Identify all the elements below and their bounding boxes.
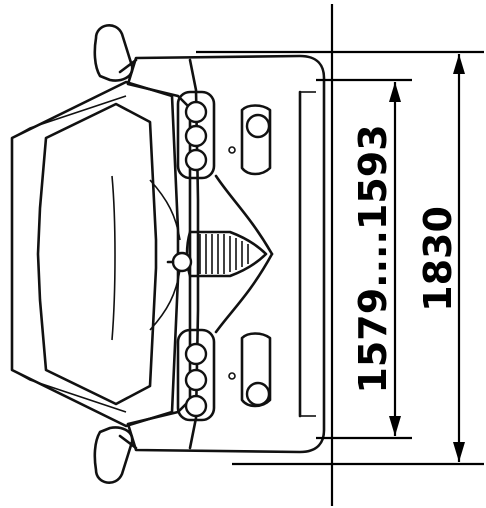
lower-fog-light <box>245 381 271 407</box>
upper-mirror-stem <box>118 58 138 74</box>
car-outline <box>10 24 326 484</box>
shield-grille <box>185 230 268 278</box>
track-arrow-bottom <box>389 416 401 436</box>
upper-mirror <box>93 24 134 82</box>
lower-pillar <box>11 369 127 413</box>
upper-hood-line <box>149 179 181 241</box>
upper-bumper-intake <box>240 104 272 176</box>
upper-pillar <box>11 95 127 139</box>
hood-edge <box>188 58 200 450</box>
badge-emblem <box>171 251 193 273</box>
wiper <box>111 175 116 341</box>
upper-headlights <box>176 90 216 180</box>
track-width-label: 1579....1593 <box>351 124 395 393</box>
overall-width-label: 1830 <box>416 206 460 312</box>
lower-bumper-v <box>214 252 274 334</box>
upper-bumper-v <box>214 174 274 256</box>
track-arrow-top <box>389 82 401 102</box>
lower-headlights <box>176 328 216 422</box>
upper-marker <box>228 146 236 154</box>
overall-arrow-bottom <box>453 442 465 462</box>
lower-bumper-intake <box>240 332 272 408</box>
lower-mirror-stem <box>118 434 138 450</box>
dimension-lines <box>196 4 484 506</box>
lower-mirror <box>93 426 134 484</box>
upper-fog-light <box>245 113 271 139</box>
windshield-glass <box>36 102 158 406</box>
body-shell <box>126 54 326 454</box>
lower-hood-line <box>149 269 181 331</box>
overall-arrow-top <box>453 54 465 74</box>
lower-marker <box>228 372 236 380</box>
